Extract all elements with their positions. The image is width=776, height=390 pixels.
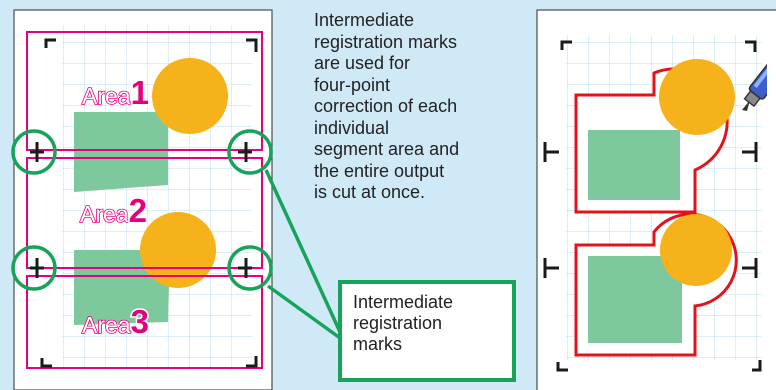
- registration-mark-icon: [44, 38, 56, 48]
- orange-circle-shape: [659, 59, 735, 135]
- registration-mark-icon: [556, 362, 568, 372]
- highlight-circle: [227, 245, 273, 291]
- orange-circle-shape: [152, 58, 228, 134]
- right-media-sheet: [536, 9, 776, 390]
- registration-mark-icon: [543, 258, 559, 278]
- area-1-word: Area: [82, 83, 131, 109]
- area-2-word: Area: [80, 201, 129, 227]
- registration-mark-icon: [246, 38, 258, 52]
- highlight-circle: [11, 245, 57, 291]
- registration-mark-icon: [246, 356, 258, 368]
- area-3-label: Area3: [82, 303, 149, 340]
- registration-mark-icon: [560, 40, 572, 50]
- highlight-circle: [11, 129, 57, 175]
- area-2-number: 2: [129, 192, 147, 229]
- green-square-shape: [74, 112, 168, 192]
- registration-mark-icon: [742, 142, 758, 162]
- registration-mark-icon: [40, 358, 52, 368]
- callout-leader-line: [266, 284, 342, 340]
- callout-leader-line: [264, 169, 342, 333]
- area-1-label: Area1: [82, 74, 149, 111]
- area-frame: [26, 275, 263, 369]
- area-frame: [26, 157, 263, 269]
- registration-mark-icon: [543, 142, 559, 162]
- registration-mark-icon: [752, 360, 762, 372]
- highlight-circle: [227, 129, 273, 175]
- area-1-number: 1: [131, 74, 149, 111]
- registration-mark-icon: [745, 40, 757, 52]
- area-3-number: 3: [131, 303, 149, 340]
- callout-group: [264, 169, 516, 382]
- cutter-icon: [742, 57, 767, 111]
- registration-mark-icon: [30, 142, 44, 162]
- description-text: Intermediate registration marks are used…: [314, 10, 460, 202]
- green-square-shape: [588, 130, 680, 200]
- registration-mark-icon: [742, 258, 758, 278]
- area-3-word: Area: [82, 312, 131, 338]
- green-square-shape: [588, 256, 682, 343]
- callout-label: Intermediate registration marks: [353, 292, 454, 354]
- registration-mark-icon: [238, 258, 252, 278]
- registration-mark-icon: [238, 142, 252, 162]
- registration-mark-icon: [30, 258, 44, 278]
- left-media-sheet: Area1 Area2 Area3: [11, 9, 273, 390]
- area-frame: [26, 31, 263, 151]
- area-2-label: Area2: [80, 192, 147, 229]
- callout-box: [338, 280, 516, 382]
- orange-circle-shape: [660, 214, 732, 286]
